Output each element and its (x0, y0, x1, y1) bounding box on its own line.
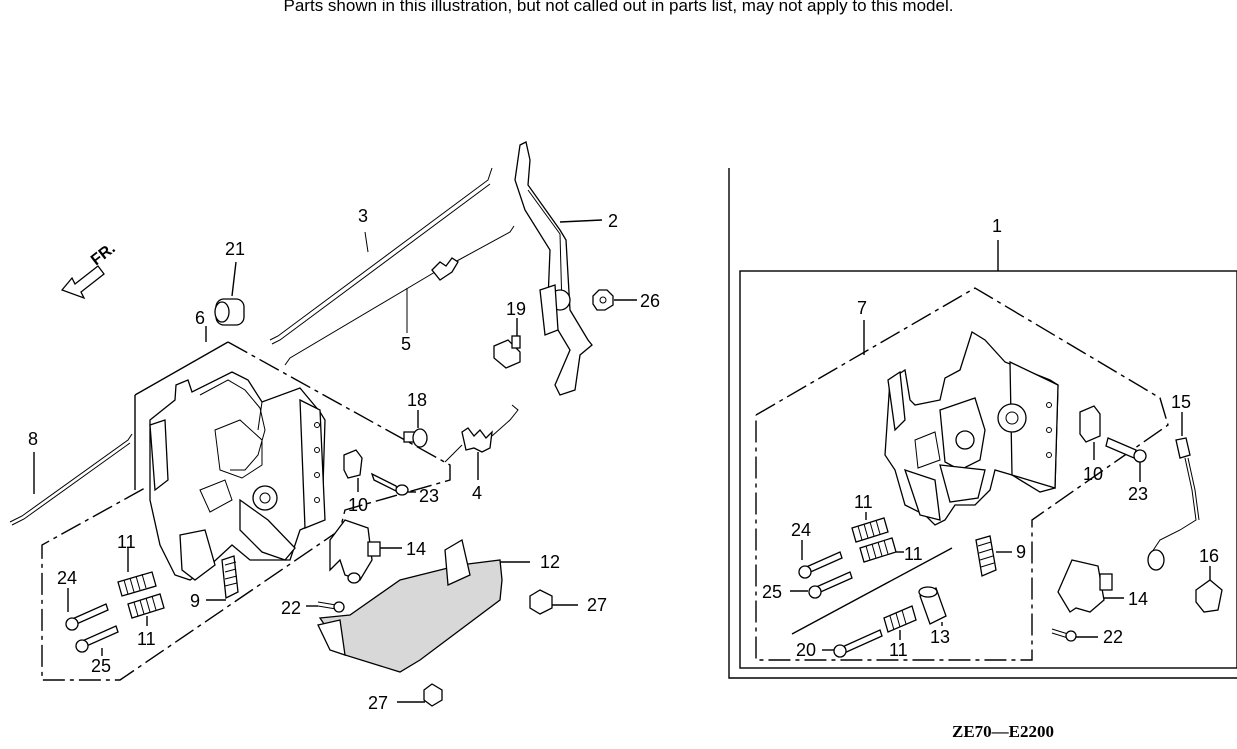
callout-10-right: 10 (1083, 464, 1103, 484)
control-base-assembly (884, 331, 1059, 526)
callout-27-a: 27 (587, 595, 607, 615)
callout-4: 4 (472, 483, 482, 503)
callout-15: 15 (1171, 392, 1191, 412)
bolt-27-upper (529, 589, 578, 615)
nut-26 (592, 289, 637, 311)
callout-24: 24 (57, 568, 77, 588)
callout-19: 19 (506, 299, 526, 319)
springs-11-right (851, 512, 904, 563)
bolt-19 (493, 318, 521, 369)
screws-24-25-left (65, 588, 119, 656)
spring-9 (206, 555, 239, 601)
clip-10-right (1079, 405, 1101, 460)
governor-rod-3 (269, 167, 493, 345)
throttle-lever-2 (514, 141, 603, 396)
callout-11-a: 11 (117, 532, 136, 552)
callout-3: 3 (358, 206, 368, 226)
clamp-16 (1195, 566, 1223, 613)
bushing-13 (918, 586, 947, 626)
callout-24-right: 24 (791, 520, 811, 540)
callout-18: 18 (407, 390, 427, 410)
callout-8: 8 (28, 429, 38, 449)
diagram-caption: Parts shown in this illustration, but no… (283, 0, 954, 15)
callout-5: 5 (401, 334, 411, 354)
callout-14-right: 14 (1128, 589, 1148, 609)
spring-9-right (975, 535, 1012, 577)
callout-23: 23 (419, 486, 439, 506)
callout-9-right: 9 (1016, 542, 1026, 562)
callout-26: 26 (640, 291, 660, 311)
clip-10 (343, 449, 363, 492)
callout-6: 6 (195, 308, 205, 328)
wire-15 (1147, 412, 1200, 571)
governor-spring-4 (444, 404, 519, 480)
bolt-27-lower (397, 683, 443, 707)
callout-14: 14 (406, 539, 426, 559)
cover-12 (317, 538, 530, 673)
callout-12: 12 (540, 552, 560, 572)
callout-2: 2 (608, 211, 618, 231)
screw-23 (370, 472, 416, 496)
callout-9: 9 (190, 591, 200, 611)
screws-24-25-right (790, 540, 853, 599)
callout-13: 13 (930, 627, 950, 647)
spring-11-lower-right (883, 605, 917, 640)
cable-clamp-21 (214, 298, 245, 326)
choke-rod-5 (284, 225, 515, 366)
callout-23-right: 23 (1128, 484, 1148, 504)
callout-11-right-b: 11 (904, 544, 923, 564)
callout-10: 10 (348, 495, 368, 515)
callout-20: 20 (796, 640, 816, 660)
callout-27-b: 27 (368, 693, 388, 713)
callout-25: 25 (91, 656, 111, 676)
callout-11-right-c: 11 (889, 640, 908, 660)
switch-14 (329, 519, 402, 584)
callout-7: 7 (857, 298, 867, 318)
springs-11-left (117, 548, 165, 626)
screw-23-right (1105, 437, 1147, 482)
callout-22-right: 22 (1103, 627, 1123, 647)
screw-22 (317, 601, 345, 613)
screw-18 (403, 410, 428, 448)
front-label: FR. (88, 240, 119, 269)
callout-16: 16 (1199, 546, 1219, 566)
right-assembly-frame (728, 168, 1237, 679)
callout-21: 21 (225, 239, 245, 259)
screw-22-right (1051, 628, 1098, 642)
sub-assembly-line (791, 547, 953, 635)
callout-1: 1 (992, 216, 1002, 236)
switch-14-right (1057, 559, 1124, 613)
rod-8 (9, 433, 133, 526)
diagram-code: ZE70—E2200 (952, 722, 1055, 741)
control-base-plate (149, 371, 326, 581)
front-arrow-icon: FR. (60, 240, 119, 300)
callout-11-right-a: 11 (854, 492, 873, 512)
callout-11-b: 11 (137, 629, 156, 649)
callout-22: 22 (281, 598, 301, 618)
screw-20 (822, 629, 883, 658)
callout-25-right: 25 (762, 582, 782, 602)
